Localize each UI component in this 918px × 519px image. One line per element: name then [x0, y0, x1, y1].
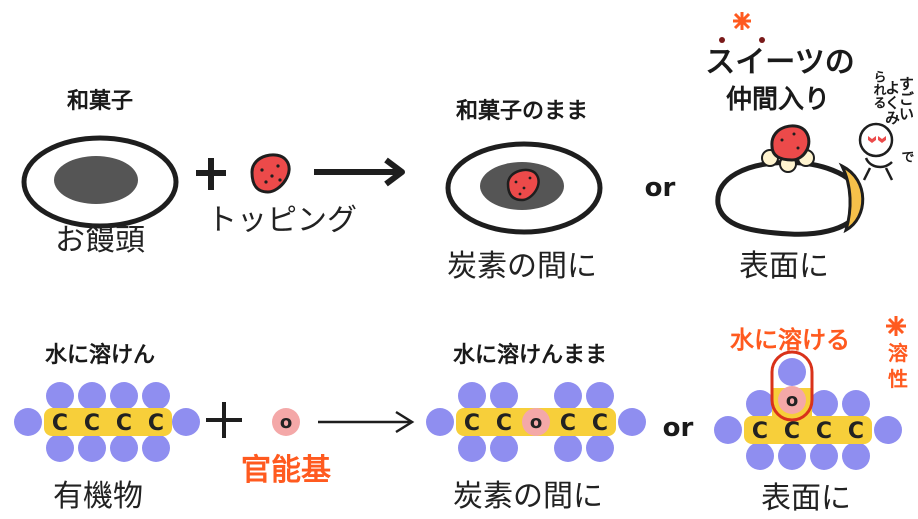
side-note-line2: よくみ [883, 80, 901, 125]
carbon-atom: C [784, 419, 800, 444]
side-note-line2: 性 [888, 367, 908, 391]
carbon-atom: C [848, 419, 864, 444]
remains-insoluble-label: 水に溶けんまま [453, 342, 607, 368]
side-note-line4: で [899, 150, 915, 163]
sweets-label-line2: 仲間入り [726, 85, 830, 115]
carbon-atom: C [84, 411, 100, 436]
carbon-atom: C [148, 411, 164, 436]
carbon-atom: C [816, 419, 832, 444]
carbon-atom: C [116, 411, 132, 436]
wagashi-label: 和菓子 [67, 88, 133, 114]
functional-group-icon: o [272, 408, 300, 436]
side-note-vertical: すごい よくみ られる で [871, 70, 916, 163]
functional-group-letter: o [786, 390, 798, 411]
side-note-line3: られる [871, 70, 887, 109]
between-carbons-name: 炭素の間に [453, 479, 603, 514]
topping-name: トッピング [207, 203, 357, 238]
manju-with-inner-strawberry [445, 141, 603, 235]
manju-illustration [21, 135, 179, 229]
side-note-line1: 溶 [888, 341, 908, 365]
functional-group-letter: o [530, 412, 542, 433]
or-label: or [663, 413, 694, 443]
arrow-right-icon [318, 410, 415, 434]
between-carbons-name: 炭素の間に [447, 249, 597, 284]
organic-molecule-illustration: C C C C [14, 382, 200, 462]
sweets-label-line1: スイーツの [705, 45, 854, 80]
or-label: or [645, 173, 676, 203]
carbon-atom: C [592, 411, 608, 436]
molecule-group-on-surface: o C C C C [714, 350, 902, 470]
functional-group-letter: o [280, 412, 292, 433]
daifuku-with-strawberry-illustration [715, 124, 865, 237]
strawberry-icon [250, 153, 291, 194]
organic-compound-name: 有機物 [53, 479, 143, 514]
wagashi-remains-label: 和菓子のまま [456, 98, 588, 124]
sparkle-icon [886, 316, 906, 336]
plus-icon [196, 158, 226, 190]
arrow-right-icon [314, 157, 405, 187]
insoluble-label: 水に溶けん [45, 342, 155, 368]
carbon-atom: C [52, 411, 68, 436]
plus-icon [206, 402, 242, 438]
carbon-atom: C [496, 411, 512, 436]
functional-group-name: 官能基 [241, 453, 331, 488]
sparkle-icon [719, 12, 765, 43]
side-note-line1: すごい [897, 76, 915, 121]
molecule-group-between-carbons: C C o C C [426, 382, 646, 462]
carbon-atom: C [752, 419, 768, 444]
surface-name: 表面に [761, 481, 851, 516]
carbon-atom: C [464, 411, 480, 436]
manju-name: お饅頭 [55, 223, 145, 258]
doodle-character-icon [858, 122, 894, 181]
surface-name: 表面に [739, 249, 829, 284]
becomes-soluble-label: 水に溶ける [730, 326, 850, 354]
carbon-atom: C [560, 411, 576, 436]
